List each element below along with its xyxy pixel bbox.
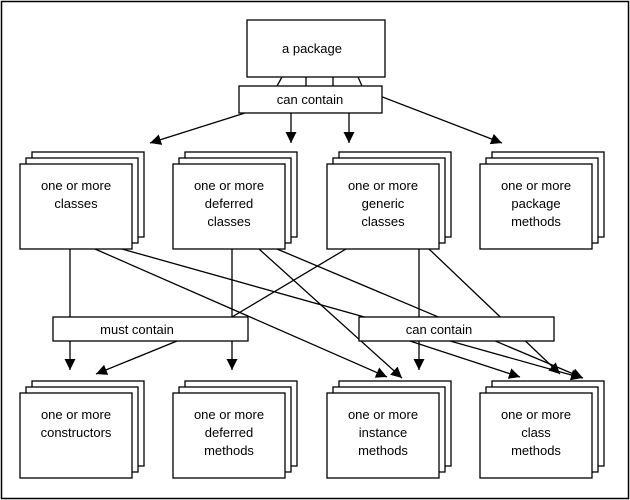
box-stack-deferred-classes: one or more deferred classes <box>172 151 298 250</box>
edge-line <box>95 340 178 375</box>
root-box <box>246 19 386 78</box>
edge-line <box>121 248 583 381</box>
box-deferred-methods <box>172 392 286 479</box>
box-label-deferred-classes: one or more deferred classes <box>194 178 264 229</box>
box-label-instance-methods: one or more instance methods <box>348 407 418 458</box>
edge-line <box>231 248 347 318</box>
box-label-line: classes <box>54 196 98 211</box>
box-label-generic-classes: one or more generic classes <box>348 178 418 229</box>
box-label-line: one or more <box>41 178 111 193</box>
root-node: a package <box>246 19 386 78</box>
edge-line <box>276 248 584 379</box>
box-stack-generic-classes: one or more generic classes <box>326 151 452 250</box>
box-label-line: one or more <box>194 407 264 422</box>
box-label-line: one or more <box>41 407 111 422</box>
box-generic-classes <box>326 163 440 250</box>
box-stack-instance-methods: one or more instance methods <box>326 380 452 479</box>
box-label-constructors: one or more constructors <box>41 407 112 440</box>
edge-line <box>94 248 388 378</box>
edge-line <box>149 112 246 145</box>
edge-line <box>379 95 503 145</box>
connector-must: must contain <box>52 316 249 342</box>
box-label-line: one or more <box>501 407 571 422</box>
box-label-line: deferred <box>205 196 253 211</box>
edge-line <box>258 248 403 379</box>
root-label: a package <box>282 41 342 56</box>
box-stacks: one or more classes one or more deferred cla… <box>19 151 605 479</box>
box-label-line: methods <box>358 443 408 458</box>
connector-must-box <box>52 316 249 342</box>
box-label-line: deferred <box>205 425 253 440</box>
box-constructors <box>19 392 133 479</box>
box-label-line: methods <box>511 214 561 229</box>
box-label-classes: one or more classes <box>41 178 111 211</box>
box-stack-package-methods: one or more package methods <box>479 151 605 250</box>
box-label-package-methods: one or more package methods <box>501 178 571 229</box>
box-label-line: package <box>511 196 560 211</box>
box-label-line: classes <box>361 214 405 229</box>
box-stack-constructors: one or more constructors <box>19 380 145 479</box>
box-class-methods <box>479 392 593 479</box>
connector-must-label: must contain <box>100 322 174 337</box>
box-label-line: class <box>521 425 551 440</box>
edge-line <box>357 76 363 87</box>
box-stack-classes: one or more classes <box>19 151 145 250</box>
box-stack-class-methods: one or more class methods <box>479 380 605 479</box>
box-label-class-methods: one or more class methods <box>501 407 571 458</box>
box-label-line: one or more <box>348 407 418 422</box>
box-label-line: classes <box>207 214 251 229</box>
box-label-line: one or more <box>348 178 418 193</box>
box-label-line: constructors <box>41 425 112 440</box>
box-label-line: methods <box>204 443 254 458</box>
box-classes <box>19 163 133 250</box>
edge-line <box>409 340 521 379</box>
box-label-line: generic <box>362 196 405 211</box>
connector-top: can contain <box>238 85 383 114</box>
edge-line <box>276 76 283 87</box>
connector-top-box <box>238 85 383 114</box>
connector-can-box <box>358 316 555 342</box>
edge-line <box>428 248 561 375</box>
connector-top-label: can contain <box>277 92 344 107</box>
edges <box>64 76 584 381</box>
connector-can-label: can contain <box>406 322 473 337</box>
box-label-line: one or more <box>501 178 571 193</box>
box-label-line: instance <box>359 425 407 440</box>
box-package-methods <box>479 163 593 250</box>
box-label-line: methods <box>511 443 561 458</box>
connector-can: can contain <box>358 316 555 342</box>
box-label-deferred-methods: one or more deferred methods <box>194 407 264 458</box>
box-stack-deferred-methods: one or more deferred methods <box>172 380 298 479</box>
box-label-line: one or more <box>194 178 264 193</box>
box-deferred-classes <box>172 163 286 250</box>
box-instance-methods <box>326 392 440 479</box>
